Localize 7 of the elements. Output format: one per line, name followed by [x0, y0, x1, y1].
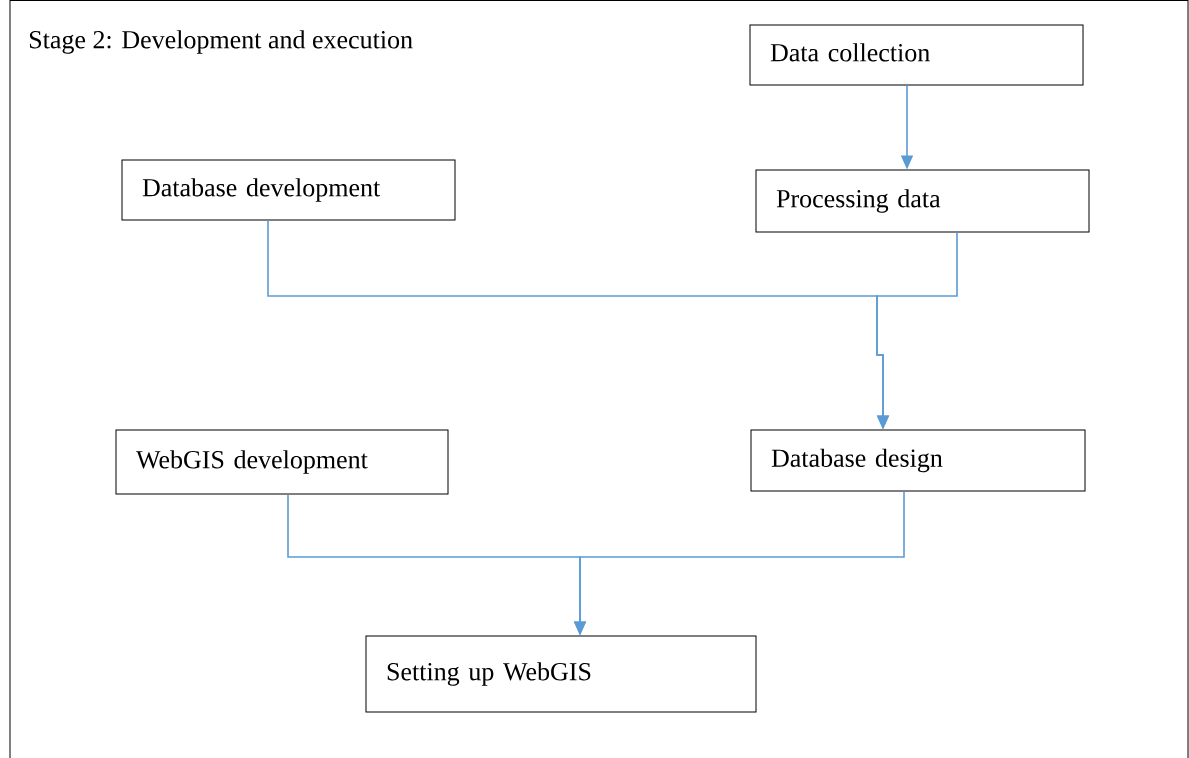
process-box: Setting up WebGIS: [365, 635, 757, 713]
process-box: WebGIS development: [115, 429, 449, 495]
process-box: Processing data: [755, 169, 1090, 233]
process-box: Database design: [750, 429, 1086, 492]
process-box: Database development: [121, 159, 456, 221]
process-box: Data collection: [749, 24, 1084, 86]
title: Stage 2: Development and execution: [29, 30, 413, 54]
